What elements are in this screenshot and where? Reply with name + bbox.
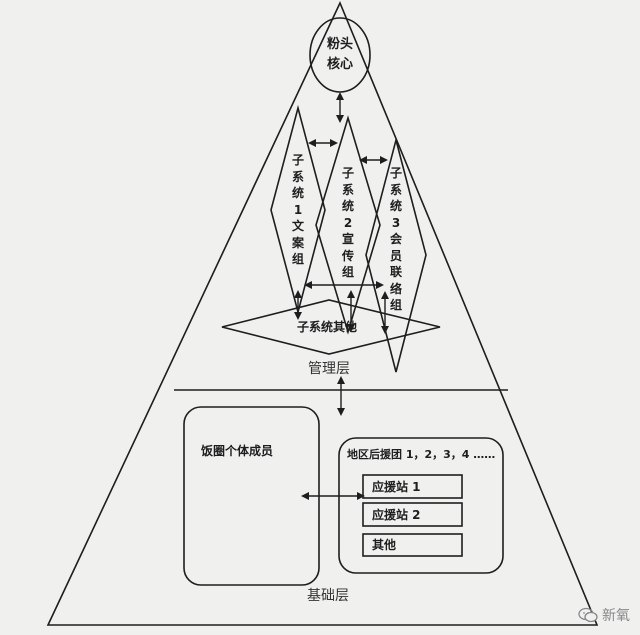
station-1-box: [362, 474, 463, 499]
core-label: 粉头 核心: [318, 35, 362, 75]
subsystem-2-label: 子系统2宣传组: [341, 166, 354, 279]
subsystem-3-diamond: [365, 136, 427, 373]
core-label-line1: 粉头: [326, 37, 353, 52]
individual-members-label: 饭圈个体成员: [201, 444, 274, 458]
pyramid-outline: [46, 1, 599, 626]
station-other-box: [362, 533, 463, 557]
individual-members-box: [183, 406, 320, 586]
management-layer-label: 管理层: [308, 361, 350, 377]
watermark-text: 新氧: [602, 608, 630, 624]
base-layer-label: 基础层: [307, 588, 349, 604]
station-1-label: 应援站 1: [372, 480, 421, 494]
subsystem-1-label: 子系统1文案组: [291, 153, 304, 266]
regional-groups-box: [338, 437, 504, 574]
station-2-box: [362, 502, 463, 527]
regional-groups-title: 地区后援团 1，2，3，4 ……: [347, 448, 496, 461]
subsystem-other-label: 子系统其他: [297, 320, 358, 334]
subsystem-2-diamond: [315, 115, 381, 335]
subsystem-3-label: 子系统3会员联络组: [389, 166, 402, 312]
watermark: 新氧: [578, 605, 630, 625]
core-label-line2: 核心: [326, 57, 353, 72]
station-2-label: 应援站 2: [372, 508, 421, 522]
subsystem-other-diamond: [221, 299, 441, 355]
station-other-label: 其他: [372, 538, 397, 552]
wechat-icon: [578, 607, 598, 623]
